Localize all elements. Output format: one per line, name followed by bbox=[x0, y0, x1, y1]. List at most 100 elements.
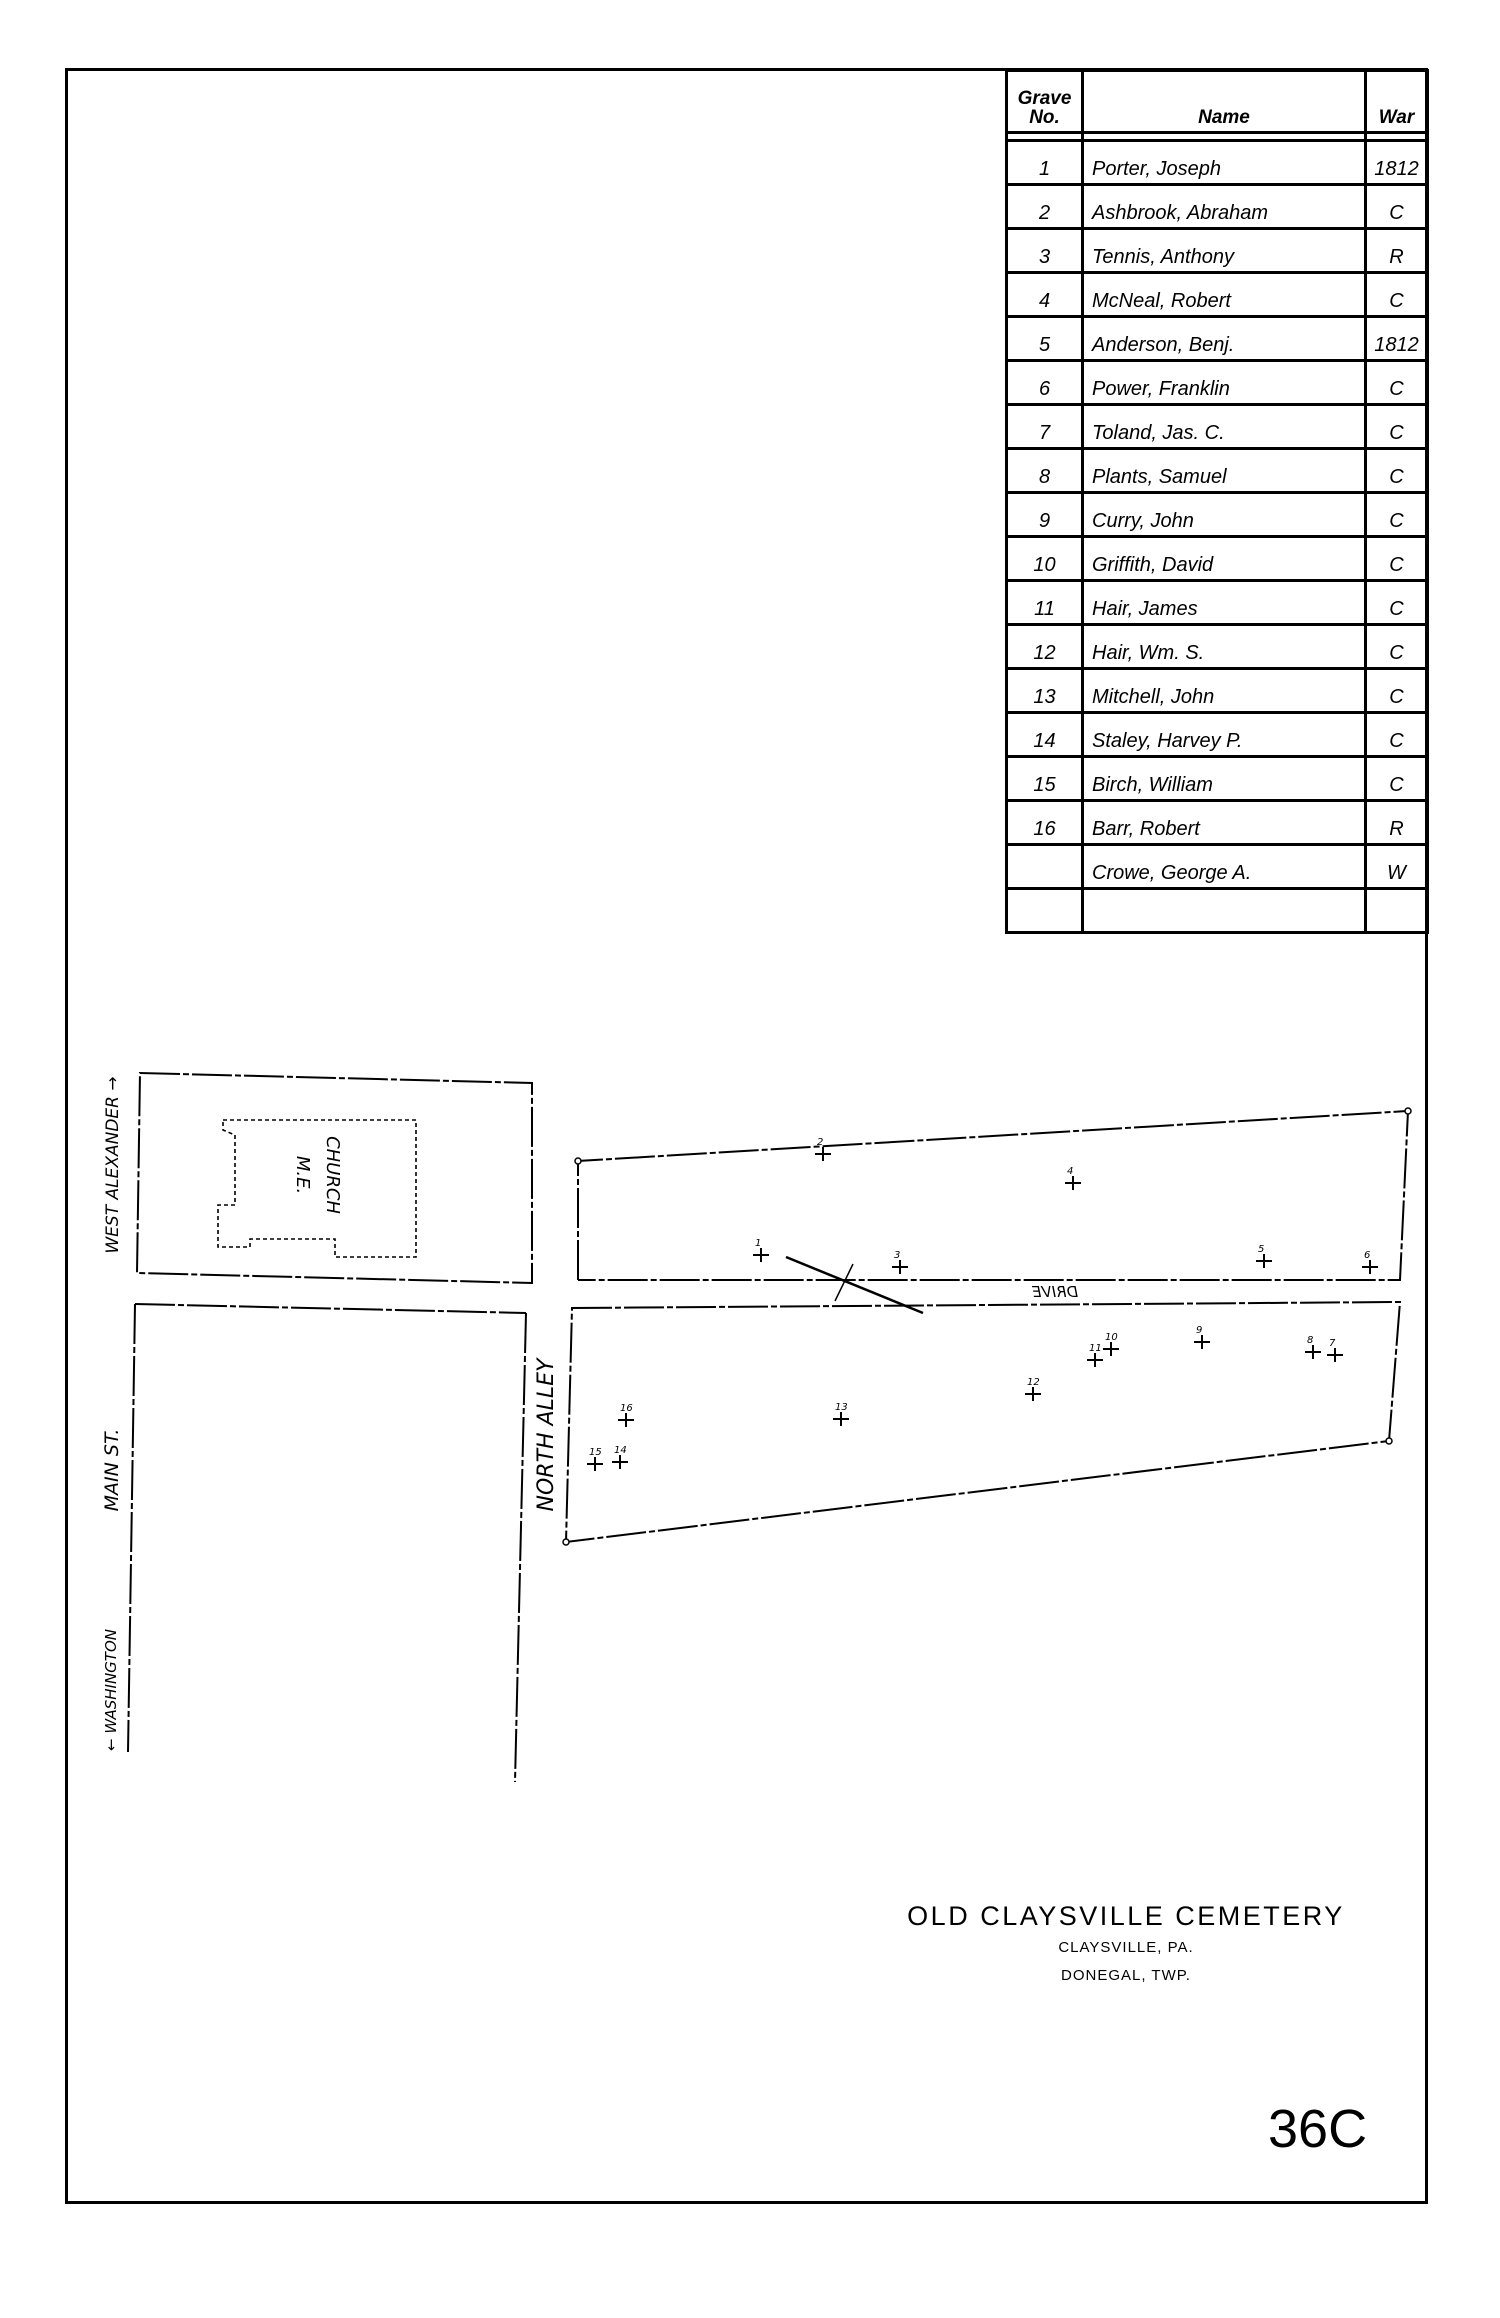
table-header-row: Grave No. Name War bbox=[1005, 69, 1429, 134]
cross-icon bbox=[1305, 1345, 1321, 1359]
cross-icon bbox=[892, 1260, 908, 1274]
cross-icon bbox=[587, 1457, 603, 1471]
grave-no-cell: 3 bbox=[1005, 227, 1084, 274]
war-cell: C bbox=[1364, 359, 1429, 406]
cross-icon bbox=[753, 1248, 769, 1262]
map-location: CLAYSVILLE, PA. bbox=[1058, 1939, 1193, 1956]
war-cell: 1812 bbox=[1364, 139, 1429, 186]
war-cell: 1812 bbox=[1364, 315, 1429, 362]
name-cell: Mitchell, John bbox=[1081, 667, 1367, 714]
cross-icon bbox=[1103, 1342, 1119, 1356]
grave-marker: 16 bbox=[618, 1403, 634, 1427]
cemetery-upper-section bbox=[577, 1109, 1410, 1281]
grave-marker: 15 bbox=[587, 1447, 603, 1471]
north-arrow-tick bbox=[834, 1263, 854, 1302]
map-township: DONEGAL, TWP. bbox=[1061, 1967, 1191, 1984]
grave-number-label: 9 bbox=[1196, 1325, 1202, 1336]
corner-marker bbox=[562, 1538, 570, 1546]
name-cell: Staley, Harvey P. bbox=[1081, 711, 1367, 758]
name-cell: Barr, Robert bbox=[1081, 799, 1367, 846]
cross-icon bbox=[1256, 1254, 1272, 1268]
grave-marker: 13 bbox=[833, 1402, 849, 1426]
grave-marker: 4 bbox=[1065, 1166, 1081, 1190]
grave-no-cell: 6 bbox=[1005, 359, 1084, 406]
war-cell: C bbox=[1364, 579, 1429, 626]
grave-number-label: 3 bbox=[894, 1250, 900, 1261]
grave-no-cell: 13 bbox=[1005, 667, 1084, 714]
grave-marker: 9 bbox=[1194, 1325, 1210, 1349]
cross-icon bbox=[815, 1147, 831, 1161]
name-cell: Porter, Joseph bbox=[1081, 139, 1367, 186]
cross-icon bbox=[1065, 1176, 1081, 1190]
church-label-line1: M.E. bbox=[292, 1156, 313, 1194]
grave-no-cell: 11 bbox=[1005, 579, 1084, 626]
table-row: Crowe, George A.W bbox=[1005, 843, 1429, 890]
cross-icon bbox=[1362, 1260, 1378, 1274]
war-cell: C bbox=[1364, 535, 1429, 582]
grave-no-cell: 5 bbox=[1005, 315, 1084, 362]
cross-icon bbox=[1087, 1353, 1103, 1367]
name-cell: Tennis, Anthony bbox=[1081, 227, 1367, 274]
name-cell: Plants, Samuel bbox=[1081, 447, 1367, 494]
war-cell: R bbox=[1364, 227, 1429, 274]
lower-left-block-right bbox=[514, 1312, 527, 1783]
name-cell: Crowe, George A. bbox=[1081, 843, 1367, 890]
war-cell: C bbox=[1364, 447, 1429, 494]
war-cell: C bbox=[1364, 271, 1429, 318]
grave-no-cell bbox=[1005, 887, 1084, 934]
grave-number-label: 2 bbox=[817, 1137, 823, 1148]
grave-marker: 10 bbox=[1103, 1332, 1119, 1356]
war-cell bbox=[1364, 887, 1429, 934]
grave-marker: 11 bbox=[1087, 1343, 1103, 1367]
street-label-west-alexander: WEST ALEXANDER → bbox=[103, 1076, 123, 1253]
header-name: Name bbox=[1081, 69, 1367, 134]
map-title: OLD CLAYSVILLE CEMETERY bbox=[907, 1901, 1345, 1931]
north-arrow-line bbox=[785, 1255, 924, 1315]
name-cell: Birch, William bbox=[1081, 755, 1367, 802]
grave-number-label: 13 bbox=[835, 1402, 848, 1413]
lower-left-block-top bbox=[134, 1303, 527, 1314]
name-cell bbox=[1081, 887, 1367, 934]
grave-number-label: 15 bbox=[589, 1447, 602, 1458]
grave-number-label: 11 bbox=[1089, 1343, 1102, 1354]
grave-marker: 3 bbox=[892, 1250, 908, 1274]
cemetery-lower-section bbox=[564, 1300, 1402, 1544]
grave-number-label: 16 bbox=[620, 1403, 633, 1414]
war-cell: C bbox=[1364, 667, 1429, 714]
name-cell: Hair, Wm. S. bbox=[1081, 623, 1367, 670]
grave-marker: 2 bbox=[815, 1137, 831, 1161]
name-cell: Ashbrook, Abraham bbox=[1081, 183, 1367, 230]
grave-marker: 6 bbox=[1362, 1250, 1378, 1274]
church-building-outline bbox=[217, 1119, 417, 1258]
war-cell: C bbox=[1364, 623, 1429, 670]
grave-marker: 7 bbox=[1327, 1338, 1343, 1362]
grave-marker: 12 bbox=[1025, 1377, 1041, 1401]
war-cell: C bbox=[1364, 711, 1429, 758]
grave-number-label: 4 bbox=[1067, 1166, 1073, 1177]
war-cell: R bbox=[1364, 799, 1429, 846]
grave-number-label: 8 bbox=[1307, 1335, 1313, 1346]
name-cell: McNeal, Robert bbox=[1081, 271, 1367, 318]
grave-no-cell: 9 bbox=[1005, 491, 1084, 538]
name-cell: Toland, Jas. C. bbox=[1081, 403, 1367, 450]
grave-number-label: 7 bbox=[1329, 1338, 1336, 1349]
name-cell: Griffith, David bbox=[1081, 535, 1367, 582]
street-label-washington: ← WASHINGTON bbox=[102, 1629, 120, 1751]
name-cell: Curry, John bbox=[1081, 491, 1367, 538]
name-cell: Hair, James bbox=[1081, 579, 1367, 626]
grave-number-label: 10 bbox=[1105, 1332, 1118, 1343]
street-label-main-st: MAIN ST. bbox=[101, 1429, 123, 1512]
grave-no-cell: 2 bbox=[1005, 183, 1084, 230]
grave-marker: 1 bbox=[753, 1238, 769, 1262]
